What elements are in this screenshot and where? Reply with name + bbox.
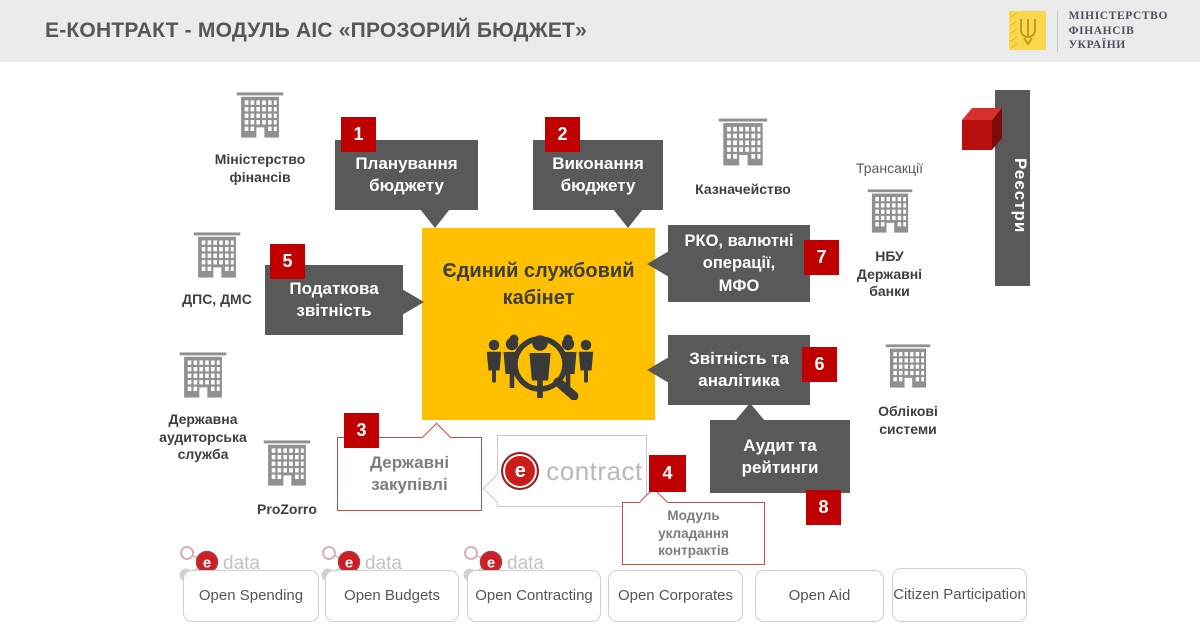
bubble-contract-module: 4 Модуль укладання контрактів: [622, 455, 765, 565]
footer-open-budgets: Open Budgets: [325, 570, 459, 622]
building-icon: [236, 92, 284, 138]
transactions-label: Трансакції: [856, 160, 923, 176]
entity-nbu: Трансакції НБУ Державні банки: [827, 160, 952, 301]
building-icon: [885, 344, 931, 388]
step-badge-4: 4: [649, 455, 686, 492]
tail: [735, 403, 765, 421]
bubble-tax: 5 Податкова звітність: [265, 244, 424, 335]
tail: [402, 289, 424, 315]
tail: [420, 209, 450, 228]
users-search-icon: [486, 334, 594, 400]
step-badge-7: 7: [804, 240, 839, 275]
cabinet-title: Єдиний службовий кабінет: [442, 260, 635, 309]
econtract-box: e contract: [482, 435, 647, 507]
building-icon: [867, 189, 912, 233]
bubble-audit: 8 Аудит та рейтинги: [710, 403, 850, 525]
header: Е-КОНТРАКТ - МОДУЛЬ АІС «ПРОЗОРИЙ БЮДЖЕТ…: [0, 0, 1200, 62]
central-cabinet: Єдиний службовий кабінет: [422, 228, 655, 420]
step-badge-8: 8: [806, 490, 841, 525]
bubble-procurement: 3 Державні закупівлі: [337, 413, 482, 511]
step-badge-6: 6: [802, 347, 837, 382]
entity-treasury: Казначейство: [678, 110, 808, 199]
trident-icon: [1008, 11, 1046, 51]
ministry-line3: УКРАЇНИ: [1068, 39, 1126, 51]
step-badge-3: 3: [344, 413, 379, 448]
bubble-planning: 1 Планування бюджету: [335, 117, 478, 228]
registries-label: Реєстри: [1011, 158, 1030, 234]
entity-dps: ДПС, ДМС: [157, 226, 277, 309]
logo-divider: [1056, 9, 1058, 52]
footer-open-aid: Open Aid: [755, 570, 884, 622]
cube-icon: [962, 108, 1002, 150]
entity-prozorro: ProZorro: [228, 432, 346, 519]
entity-minfin: Міністерство фінансів: [198, 86, 322, 186]
step-badge-2: 2: [545, 117, 580, 152]
building-icon: [718, 118, 768, 166]
ministry-logo: МІНІСТЕРСТВО ФІНАНСІВ УКРАЇНИ: [1008, 9, 1168, 53]
building-icon: [193, 232, 241, 278]
econtract-logo: e contract: [498, 436, 646, 506]
footer-open-contracting: Open Contracting: [467, 570, 601, 622]
tail: [647, 251, 669, 277]
entity-audit-service: Державна аудиторська служба: [138, 346, 268, 464]
bubble-rko: 7 РКО, валютні операції, МФО: [647, 225, 839, 302]
entity-accounting: Облікові системи: [848, 336, 968, 438]
econtract-name: contract: [546, 455, 643, 486]
footer-open-corporates: Open Corporates: [608, 570, 743, 622]
ministry-line1: МІНІСТЕРСТВО: [1068, 10, 1168, 22]
econtract-e-icon: e: [501, 452, 540, 490]
footer-open-spending: Open Spending: [183, 570, 319, 622]
ministry-line2: ФІНАНСІВ: [1068, 24, 1135, 37]
footer-citizen-participation: Citizen Participation: [892, 568, 1027, 622]
bubble-analytics: 6 Звітність та аналітика: [647, 335, 837, 405]
bubble-execution: 2 Виконання бюджету: [533, 117, 663, 228]
ministry-name: МІНІСТЕРСТВО ФІНАНСІВ УКРАЇНИ: [1069, 9, 1168, 53]
building-icon: [179, 352, 227, 398]
tail: [613, 209, 643, 228]
step-badge-5: 5: [270, 244, 305, 279]
page-title: Е-КОНТРАКТ - МОДУЛЬ АІС «ПРОЗОРИЙ БЮДЖЕТ…: [45, 19, 587, 42]
tail: [647, 357, 669, 383]
step-badge-1: 1: [341, 117, 376, 152]
building-icon: [263, 440, 311, 486]
